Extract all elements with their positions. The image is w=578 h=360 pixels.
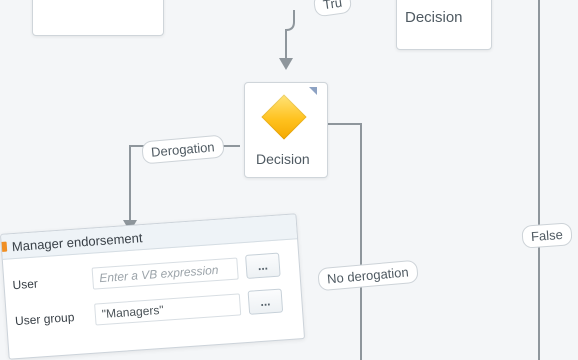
decision-label: Decision <box>256 151 310 167</box>
user-group-label: User group <box>14 310 75 329</box>
flag-icon <box>0 241 8 253</box>
decision-node[interactable]: Decision <box>244 82 328 178</box>
triangle-indicator-icon <box>309 87 317 95</box>
top-right-decision-label: Decision <box>405 9 463 26</box>
manager-endorsement-activity[interactable]: Manager endorsement User ... User group … <box>0 213 306 360</box>
workflow-step-node[interactable] <box>32 0 164 36</box>
user-group-input[interactable] <box>94 293 242 326</box>
activity-title: Manager endorsement <box>11 230 143 255</box>
user-group-ellipsis-button[interactable]: ... <box>247 288 284 315</box>
user-ellipsis-button[interactable]: ... <box>245 252 281 279</box>
user-input[interactable] <box>91 257 239 290</box>
user-label: User <box>12 276 39 293</box>
false-branch-label[interactable]: False <box>521 222 573 249</box>
diamond-icon <box>261 94 307 140</box>
top-right-decision-node[interactable]: Decision <box>396 0 492 50</box>
